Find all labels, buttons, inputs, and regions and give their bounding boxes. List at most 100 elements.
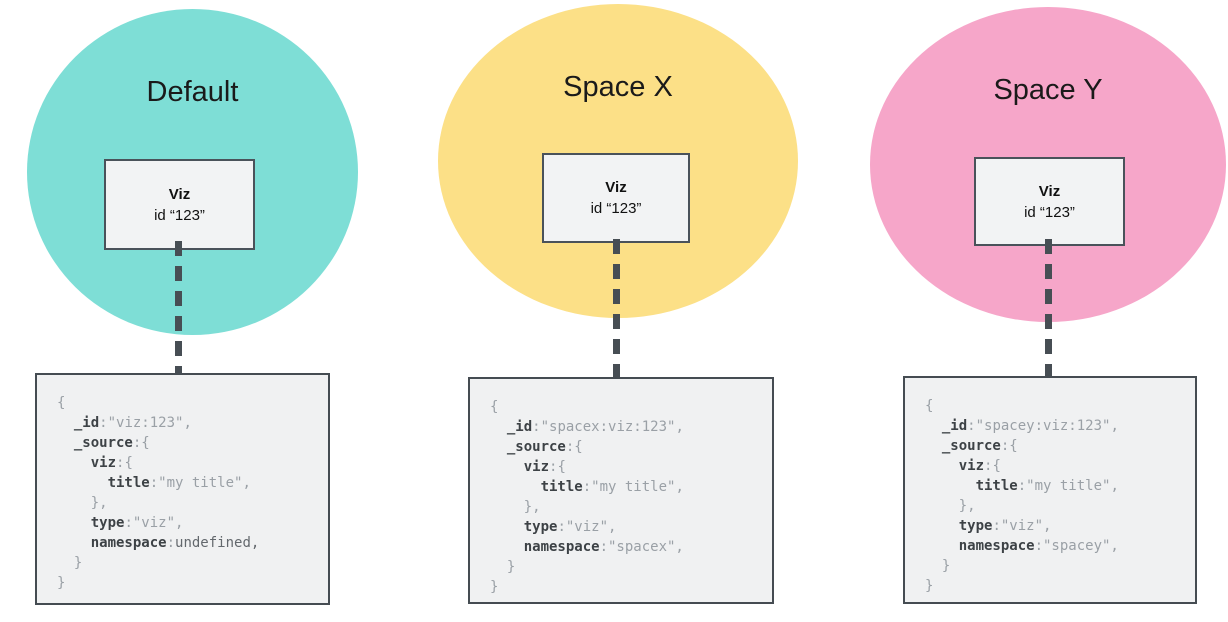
code-token-value [57,475,108,491]
code-token-key: title [975,478,1018,494]
code-token-value [490,539,524,555]
code-token-value [57,415,74,431]
code-token-value: :"viz:123", [99,415,192,431]
code-token-key: type [90,515,125,531]
saved-object-doc: { _id:"spacey:viz:123", _source:{ viz:{ … [903,376,1197,604]
viz-node-title: Viz [605,179,627,196]
viz-node: Viz id “123” [542,153,690,243]
code-token-value: :{ [984,458,1001,474]
code-line: } [490,557,754,577]
code-token-value: }, [57,495,108,511]
connector-dashed-line [175,241,182,375]
code-token-key: namespace [958,538,1035,554]
code-token-key: type [958,518,993,534]
code-token-value: }, [925,498,976,514]
code-token-value: } [490,579,499,595]
code-line: viz:{ [57,453,310,473]
code-token-key: viz [90,455,117,471]
space-title: Space Y [993,74,1103,106]
code-token-key: _source [506,439,566,455]
code-token-value [490,419,507,435]
viz-node-id: id “123” [1024,203,1075,221]
code-line: namespace:"spacey", [925,536,1177,556]
code-token-value: :"spacex:viz:123", [532,419,684,435]
code-token-value: :"spacex", [599,539,684,555]
code-token-value [57,515,91,531]
code-token-value: :"viz", [124,515,184,531]
code-token-value: :{ [565,439,583,455]
saved-object-doc: { _id:"viz:123", _source:{ viz:{ title:"… [35,373,330,605]
code-line: _id:"spacey:viz:123", [925,416,1177,436]
code-token-key: title [107,475,150,491]
code-line: _id:"viz:123", [57,413,310,433]
code-line: viz:{ [925,456,1177,476]
code-token-value: :{ [132,435,150,451]
code-line: } [925,556,1177,576]
space-title: Default [146,76,239,108]
code-line: viz:{ [490,457,754,477]
code-line: }, [925,496,1177,516]
code-token-value [57,435,74,451]
code-token-value: } [57,555,83,571]
code-token-key: _source [73,435,133,451]
code-token-key: _id [73,415,100,431]
code-token-value [925,438,942,454]
code-token-value: { [925,398,934,414]
code-token-value [490,519,524,535]
code-token-value: } [57,575,66,591]
viz-node-id: id “123” [154,206,205,224]
code-line: title:"my title", [925,476,1177,496]
code-token-key: namespace [523,539,600,555]
code-token-key: viz [958,458,985,474]
code-line: { [57,393,310,413]
code-line: _source:{ [57,433,310,453]
connector-dashed-line [613,239,620,377]
code-line: } [925,576,1177,596]
code-line: } [490,577,754,597]
code-token-key: _id [941,418,968,434]
code-token-key: namespace [90,535,167,551]
code-line: type:"viz", [490,517,754,537]
space-panel: Space Y Viz id “123” { _id:"spacey:viz:1… [870,0,1226,622]
code-token-value [925,538,959,554]
code-token-value: :{ [116,455,133,471]
code-token-value: :"my title", [1017,478,1119,494]
code-line: { [490,397,754,417]
code-token-key: _source [941,438,1001,454]
space-panel: Default Viz id “123” { _id:"viz:123", _s… [27,0,358,622]
viz-node: Viz id “123” [104,159,255,250]
code-line: _id:"spacex:viz:123", [490,417,754,437]
code-token-value: :"spacey:viz:123", [967,418,1119,434]
space-circle: Default Viz id “123” [27,9,358,335]
code-token-value: :"spacey", [1034,538,1119,554]
code-token-value: }, [490,499,541,515]
code-token-value [925,418,942,434]
code-token-value [925,458,959,474]
space-panel: Space X Viz id “123” { _id:"spacex:viz:1… [438,0,798,622]
code-token-value [490,459,524,475]
viz-node-title: Viz [1038,182,1061,200]
code-token-value [57,535,91,551]
code-token-value: :{ [549,459,566,475]
code-token-key: title [540,479,583,495]
code-line: type:"viz", [57,513,310,533]
code-token-value: { [490,399,499,415]
saved-object-doc: { _id:"spacex:viz:123", _source:{ viz:{ … [468,377,774,604]
code-token-value [925,478,976,494]
code-line: }, [490,497,754,517]
code-line: } [57,573,310,593]
code-line: } [57,553,310,573]
code-line: _source:{ [490,437,754,457]
code-line: title:"my title", [490,477,754,497]
code-token-value: :"my title", [149,475,251,491]
code-line: { [925,396,1177,416]
code-token-key: _id [506,419,533,435]
code-line: title:"my title", [57,473,310,493]
code-token-key: type [523,519,558,535]
code-token-value [57,455,91,471]
code-token-value: :"viz", [992,518,1052,534]
code-line: type:"viz", [925,516,1177,536]
code-token-value: } [925,558,951,574]
code-token-value [490,439,507,455]
